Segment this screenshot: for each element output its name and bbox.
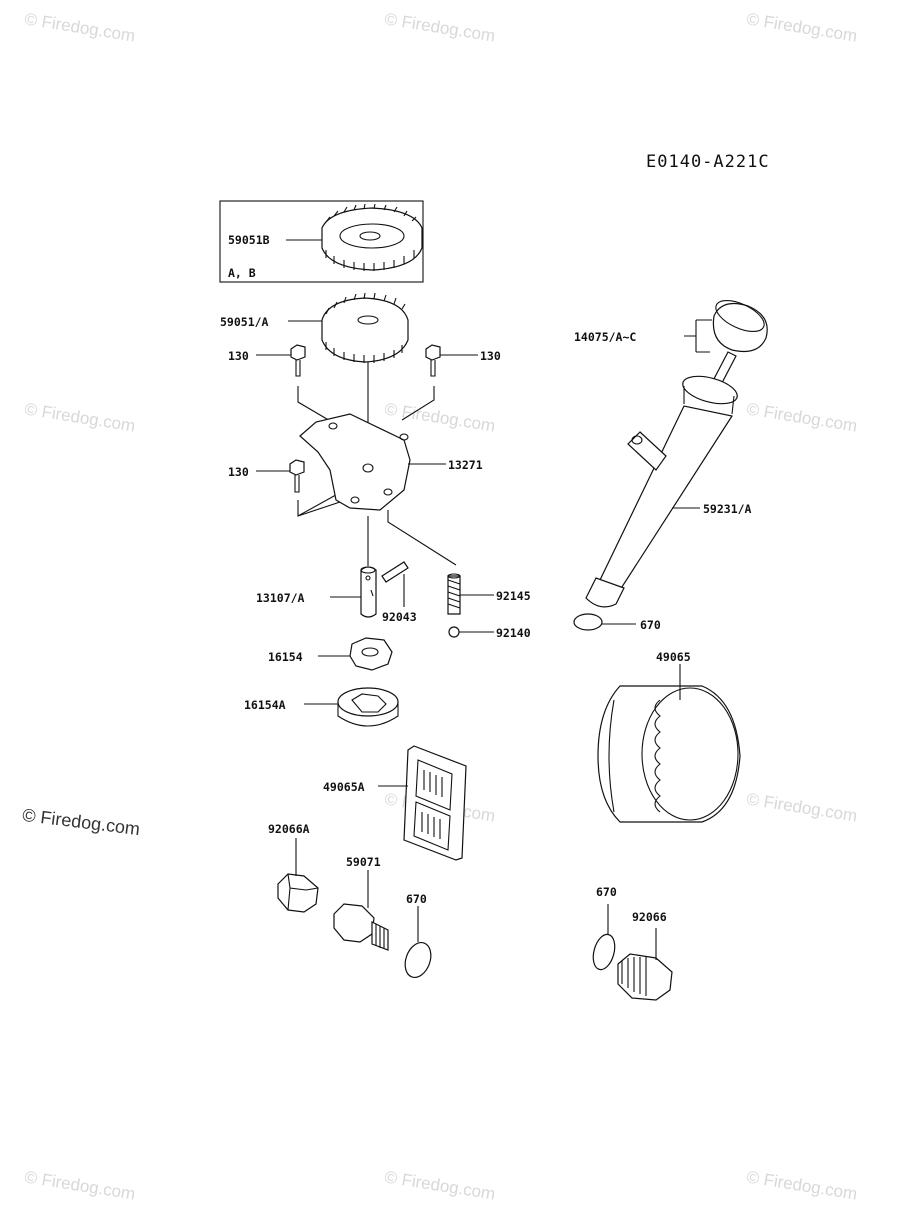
bolt-130-left-part bbox=[290, 344, 306, 377]
oring-670-right-part bbox=[592, 933, 616, 971]
oil-filter-49065-part bbox=[597, 685, 741, 823]
shaft-13107a-part bbox=[360, 566, 377, 618]
label-49065: 49065 bbox=[656, 650, 691, 664]
diagram-reference-code: E0140-A221C bbox=[646, 152, 770, 172]
strainer-49065a-part bbox=[403, 745, 467, 861]
label-59051a: 59051/A bbox=[220, 315, 269, 329]
label-92145: 92145 bbox=[496, 589, 531, 603]
plug-92066a-part bbox=[277, 873, 319, 913]
label-49065a: 49065A bbox=[323, 780, 365, 794]
plate-13271-part bbox=[299, 413, 411, 511]
label-13107a: 13107/A bbox=[256, 591, 305, 605]
spring-92145-part bbox=[447, 573, 461, 615]
label-59071: 59071 bbox=[346, 855, 381, 869]
inset-box bbox=[219, 200, 424, 283]
label-59051b: 59051B bbox=[228, 233, 270, 247]
label-130-left: 130 bbox=[228, 349, 249, 363]
label-670-lower: 670 bbox=[406, 892, 427, 906]
label-ab: A, B bbox=[228, 266, 256, 280]
label-130-right: 130 bbox=[480, 349, 501, 363]
label-130-lower: 130 bbox=[228, 465, 249, 479]
bolt-130-right-part bbox=[425, 344, 441, 377]
rotor-16154-part bbox=[349, 637, 393, 671]
tube-59231a-part bbox=[585, 375, 738, 608]
label-92066: 92066 bbox=[632, 910, 667, 924]
plug-59071-part bbox=[333, 903, 389, 951]
plug-92066-part bbox=[617, 953, 673, 1001]
label-14075: 14075/A~C bbox=[574, 330, 637, 344]
label-92066a: 92066A bbox=[268, 822, 310, 836]
label-16154a: 16154A bbox=[244, 698, 286, 712]
oring-670-upper-part bbox=[573, 613, 603, 631]
label-670-right: 670 bbox=[596, 885, 617, 899]
label-92140: 92140 bbox=[496, 626, 531, 640]
label-670-upper: 670 bbox=[640, 618, 661, 632]
bolt-130-lower-part bbox=[289, 459, 305, 493]
label-59231a: 59231/A bbox=[703, 502, 752, 516]
oring-670-lower-part bbox=[404, 941, 432, 979]
gear-59051b-part bbox=[321, 203, 423, 271]
label-13271: 13271 bbox=[448, 458, 483, 472]
label-16154: 16154 bbox=[268, 650, 303, 664]
rotor-16154a-part bbox=[337, 687, 399, 727]
pin-92043-part bbox=[381, 561, 409, 583]
label-92043: 92043 bbox=[382, 610, 417, 624]
gear-59051a-part bbox=[321, 292, 409, 363]
ball-92140-part bbox=[448, 626, 460, 638]
